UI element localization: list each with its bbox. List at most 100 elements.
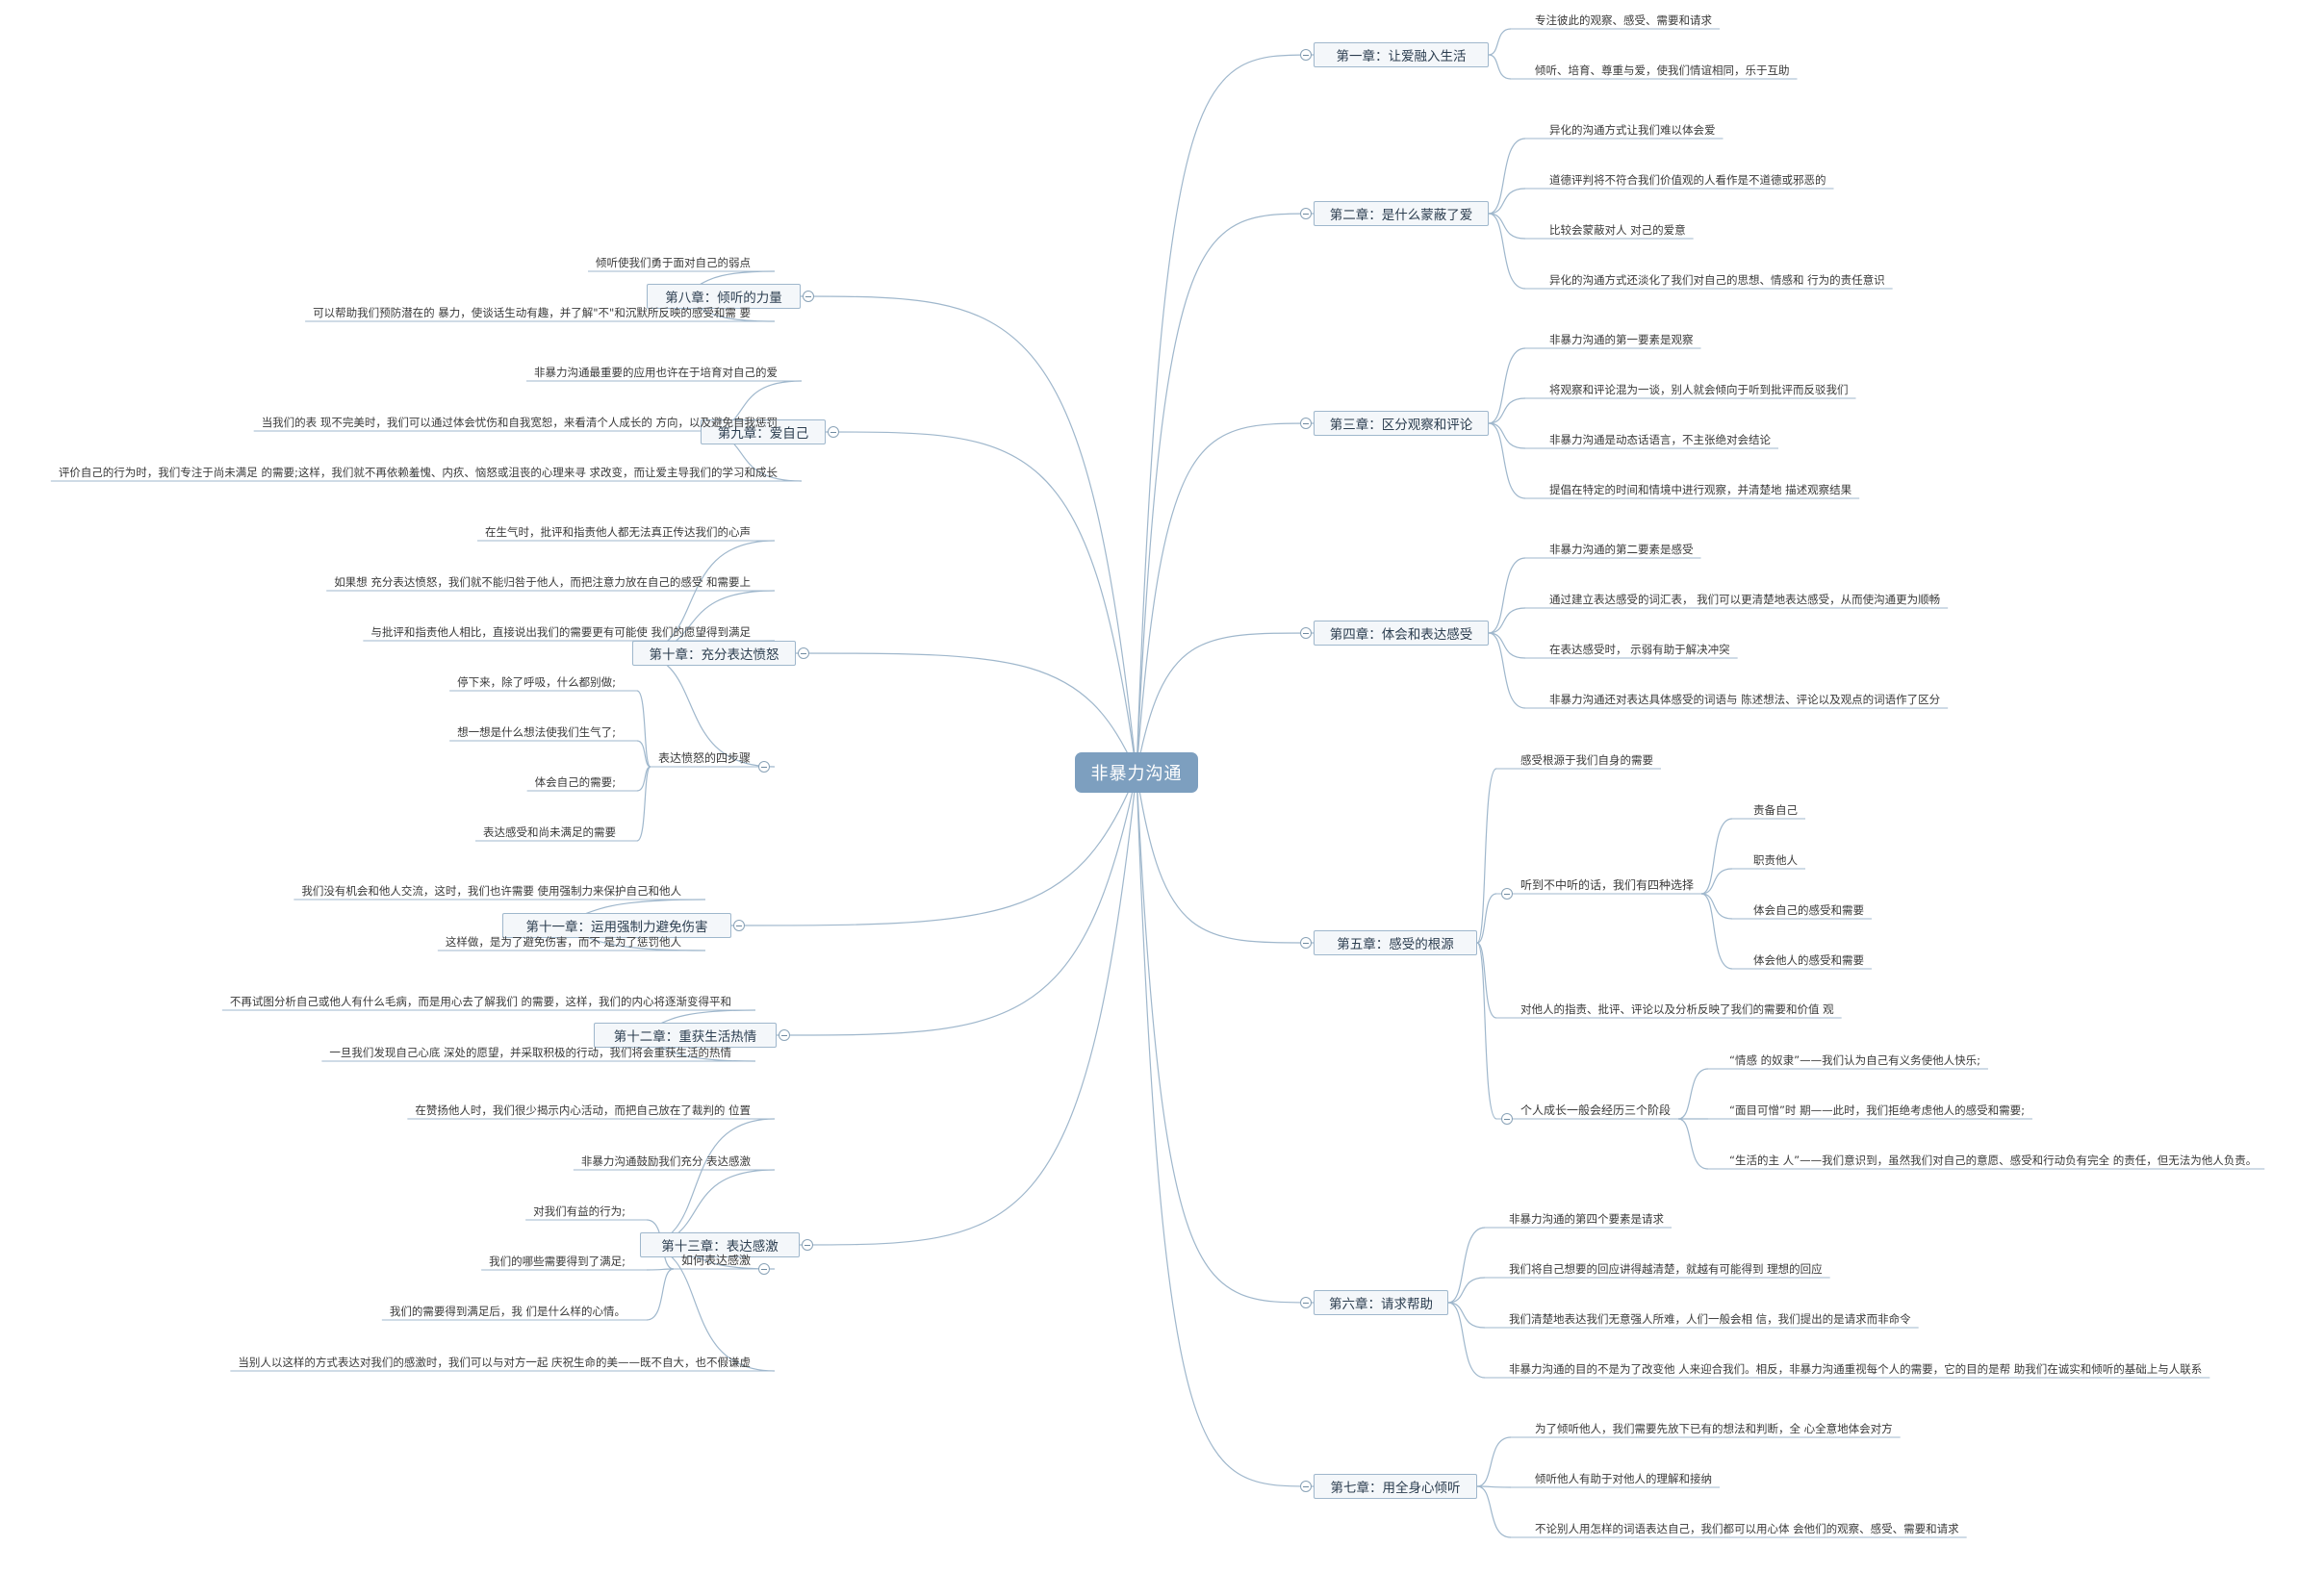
collapse-toggle-icon[interactable]: [733, 920, 745, 931]
collapse-toggle-icon[interactable]: [1300, 1297, 1312, 1308]
sub-leaf-item[interactable]: 职责他人: [1753, 853, 1798, 867]
leaf-item[interactable]: 感受根源于我们自身的需要: [1520, 753, 1653, 767]
item-link: [1488, 557, 1526, 634]
sub-leaf-item[interactable]: 体会自己的感受和需要: [1753, 903, 1864, 917]
leaf-item[interactable]: 倾听他人有助于对他人的理解和接纳: [1535, 1472, 1712, 1485]
leaf-item[interactable]: 如果想 充分表达愤怒，我们就不能归咎于他人，而把注意力放在自己的感受 和需要上: [334, 575, 751, 589]
subtopic-label[interactable]: 听到不中听的话，我们有四种选择: [1520, 878, 1695, 892]
collapse-toggle-icon[interactable]: [1300, 1481, 1312, 1492]
sub-leaf-item[interactable]: 想一想是什么想法使我们生气了;: [457, 725, 616, 739]
leaf-item[interactable]: 比较会蒙蔽对人 对己的爱意: [1549, 223, 1686, 237]
sub-leaf-item[interactable]: “情感 的奴隶”——我们认为自己有义务使他人快乐;: [1729, 1053, 1980, 1067]
item-link: [1476, 768, 1497, 944]
sub-leaf-item[interactable]: 对我们有益的行为;: [533, 1204, 626, 1218]
item-link: [1476, 1485, 1512, 1538]
leaf-item[interactable]: 倾听使我们勇于面对自己的弱点: [596, 256, 751, 269]
leaf-item[interactable]: 道德评判将不符合我们价值观的人看作是不道德或邪恶的: [1549, 173, 1826, 187]
leaf-item[interactable]: 专注彼此的观察、感受、需要和请求: [1535, 13, 1712, 27]
chapter-node-c2[interactable]: 第二章：是什么蒙蔽了爱: [1314, 201, 1489, 226]
leaf-item[interactable]: 我们没有机会和他人交流，这时，我们也许需要 使用强制力来保护自己和他人: [301, 884, 681, 898]
chapter-node-c10[interactable]: 第十章：充分表达愤怒: [632, 641, 796, 666]
leaf-item[interactable]: 与批评和指责他人相比，直接说出我们的需要更有可能使 我们的愿望得到满足: [370, 625, 751, 639]
leaf-item[interactable]: 非暴力沟通的第四个要素是请求: [1509, 1212, 1664, 1226]
leaf-item[interactable]: 不论别人用怎样的词语表达自己，我们都可以用心体 会他们的观察、感受、需要和请求: [1535, 1522, 1959, 1535]
item-link: [1447, 1277, 1486, 1304]
collapse-toggle-icon[interactable]: [779, 1029, 790, 1041]
leaf-item[interactable]: 提倡在特定的时间和情境中进行观察，并清楚地 描述观察结果: [1549, 483, 1852, 496]
leaf-item[interactable]: 非暴力沟通鼓励我们充分 表达感激: [580, 1154, 751, 1168]
leaf-item[interactable]: 非暴力沟通还对表达具体感受的词语与 陈述想法、评论以及观点的词语作了区分: [1549, 693, 1941, 706]
leaf-item[interactable]: 可以帮助我们预防潜在的 暴力，使谈话生动有趣，并了解"不"和沉默所反映的感受和需…: [313, 306, 751, 319]
root-link-c4: [1136, 632, 1315, 773]
sub-leaf-item[interactable]: 停下来，除了呼吸，什么都别做;: [457, 675, 616, 689]
chapter-node-c4[interactable]: 第四章：体会和表达感受: [1314, 621, 1489, 646]
sub-leaf-item[interactable]: 体会自己的需要;: [534, 775, 616, 789]
chapter-node-c11[interactable]: 第十一章：运用强制力避免伤害: [502, 913, 731, 938]
leaf-item[interactable]: 倾听、培育、尊重与爱，使我们情谊相同，乐于互助: [1535, 63, 1790, 77]
chapter-node-c5[interactable]: 第五章：感受的根源: [1314, 930, 1477, 955]
leaf-item[interactable]: 异化的沟通方式让我们难以体会爱: [1549, 123, 1716, 137]
sub-leaf-item[interactable]: 我们的哪些需要得到了满足;: [489, 1255, 626, 1268]
leaf-item[interactable]: 非暴力沟通的目的不是为了改变他 人来迎合我们。相反，非暴力沟通重视每个人的需要，…: [1509, 1362, 2203, 1376]
item-link: [1476, 1485, 1512, 1488]
root-link-c9: [825, 431, 1137, 773]
collapse-toggle-icon[interactable]: [803, 291, 814, 302]
root-node[interactable]: 非暴力沟通: [1075, 752, 1198, 793]
leaf-item[interactable]: 非暴力沟通的第一要素是观察: [1549, 333, 1694, 346]
leaf-item[interactable]: 一旦我们发现自己心底 深处的愿望，并采取积极的行动，我们将会重获生活的热情: [329, 1046, 731, 1059]
sub-leaf-item[interactable]: 责备自己: [1753, 803, 1798, 817]
chapter-node-c8[interactable]: 第八章：倾听的力量: [647, 284, 801, 309]
leaf-item[interactable]: 在生气时，批评和指责他人都无法真正传达我们的心声: [485, 525, 751, 539]
chapter-node-c9[interactable]: 第九章：爱自己: [701, 419, 826, 444]
leaf-item[interactable]: 不再试图分析自己或他人有什么毛病，而是用心去了解我们 的需要，这样，我们的内心将…: [229, 995, 731, 1008]
item-link: [1488, 347, 1526, 424]
leaf-item[interactable]: 将观察和评论混为一谈，别人就会倾向于听到批评而反驳我们: [1549, 383, 1849, 396]
collapse-toggle-icon[interactable]: [798, 647, 809, 659]
subtopic-toggle-icon[interactable]: [758, 1263, 770, 1275]
chapter-node-c13[interactable]: 第十三章：表达感激: [640, 1232, 800, 1257]
leaf-item[interactable]: 非暴力沟通是动态话语言，不主张绝对会结论: [1549, 433, 1771, 446]
sub-leaf-item[interactable]: “面目可憎”时 期——此时，我们拒绝考虑他人的感受和需要;: [1729, 1103, 2025, 1117]
collapse-toggle-icon[interactable]: [828, 426, 839, 438]
collapse-toggle-icon[interactable]: [1300, 418, 1312, 429]
leaf-item[interactable]: 通过建立表达感受的词汇表， 我们可以更清楚地表达感受，从而使沟通更为顺畅: [1549, 593, 1941, 606]
chapter-node-c1[interactable]: 第一章：让爱融入生活: [1314, 42, 1489, 67]
collapse-toggle-icon[interactable]: [1300, 208, 1312, 219]
sub-leaf-item[interactable]: “生活的主 人”——我们意识到，虽然我们对自己的意愿、感受和行动负有完全 的责任…: [1729, 1154, 2258, 1167]
leaf-item[interactable]: 我们将自己想要的回应讲得越清楚，就越有可能得到 理想的回应: [1509, 1262, 1823, 1276]
leaf-item[interactable]: 在表达感受时， 示弱有助于解决冲突: [1549, 643, 1730, 656]
leaf-item[interactable]: 非暴力沟通的第二要素是感受: [1549, 543, 1694, 556]
sub-item-link: [1700, 818, 1733, 895]
collapse-toggle-icon[interactable]: [1300, 627, 1312, 639]
subtopic-label[interactable]: 表达愤怒的四步骤: [657, 751, 751, 765]
leaf-item[interactable]: 当我们的表 现不完美时，我们可以通过体会忧伤和自我宽恕，来看清个人成长的 方向，…: [261, 416, 778, 429]
collapse-toggle-icon[interactable]: [1300, 937, 1312, 949]
leaf-item[interactable]: 当别人以这样的方式表达对我们的感激时，我们可以与对方一起 庆祝生命的美——既不自…: [238, 1356, 751, 1369]
chapter-node-c3[interactable]: 第三章：区分观察和评论: [1314, 411, 1489, 436]
collapse-toggle-icon[interactable]: [1300, 49, 1312, 61]
leaf-item[interactable]: 为了倾听他人，我们需要先放下已有的想法和判断，全 心全意地体会对方: [1535, 1422, 1893, 1435]
leaf-item[interactable]: 异化的沟通方式还淡化了我们对自己的思想、情感和 行为的责任意识: [1549, 273, 1885, 287]
leaf-item[interactable]: 对他人的指责、批评、评论以及分析反映了我们的需要和价值 观: [1520, 1002, 1834, 1016]
subtopic-label[interactable]: 个人成长一般会经历三个阶段: [1520, 1103, 1672, 1117]
subtopic-toggle-icon[interactable]: [758, 761, 770, 773]
subtopic-toggle-icon[interactable]: [1501, 888, 1513, 900]
root-link-c13: [799, 772, 1137, 1246]
leaf-item[interactable]: 评价自己的行为时，我们专注于尚未满足 的需要;这样，我们就不再依赖羞愧、内疚、恼…: [58, 466, 778, 479]
subtopic-toggle-icon[interactable]: [1501, 1113, 1513, 1125]
chapter-node-c12[interactable]: 第十二章：重获生活热情: [594, 1023, 777, 1048]
leaf-item[interactable]: 在赞扬他人时，我们很少揭示内心活动，而把自己放在了裁判的 位置: [415, 1103, 751, 1117]
sub-leaf-item[interactable]: 表达感受和尚未满足的需要: [483, 825, 616, 839]
subtopic-label[interactable]: 如何表达感激: [680, 1254, 751, 1267]
leaf-item[interactable]: 我们清楚地表达我们无意强人所难，人们一般会相 信，我们提出的是请求而非命令: [1509, 1312, 1911, 1326]
leaf-item[interactable]: 非暴力沟通最重要的应用也许在于培育对自己的爱: [534, 366, 778, 379]
collapse-toggle-icon[interactable]: [802, 1239, 813, 1251]
sub-leaf-item[interactable]: 我们的需要得到满足后，我 们是什么样的心情。: [389, 1305, 626, 1318]
chapter-node-c6[interactable]: 第六章：请求帮助: [1314, 1290, 1448, 1315]
chapter-node-c7[interactable]: 第七章：用全身心倾听: [1314, 1474, 1477, 1499]
sub-leaf-item[interactable]: 体会他人的感受和需要: [1753, 953, 1864, 967]
leaf-item[interactable]: 这样做，是为了避免伤害，而不 是为了惩罚他人: [445, 935, 681, 949]
item-link: [1476, 1436, 1512, 1487]
item-link: [1488, 28, 1512, 56]
